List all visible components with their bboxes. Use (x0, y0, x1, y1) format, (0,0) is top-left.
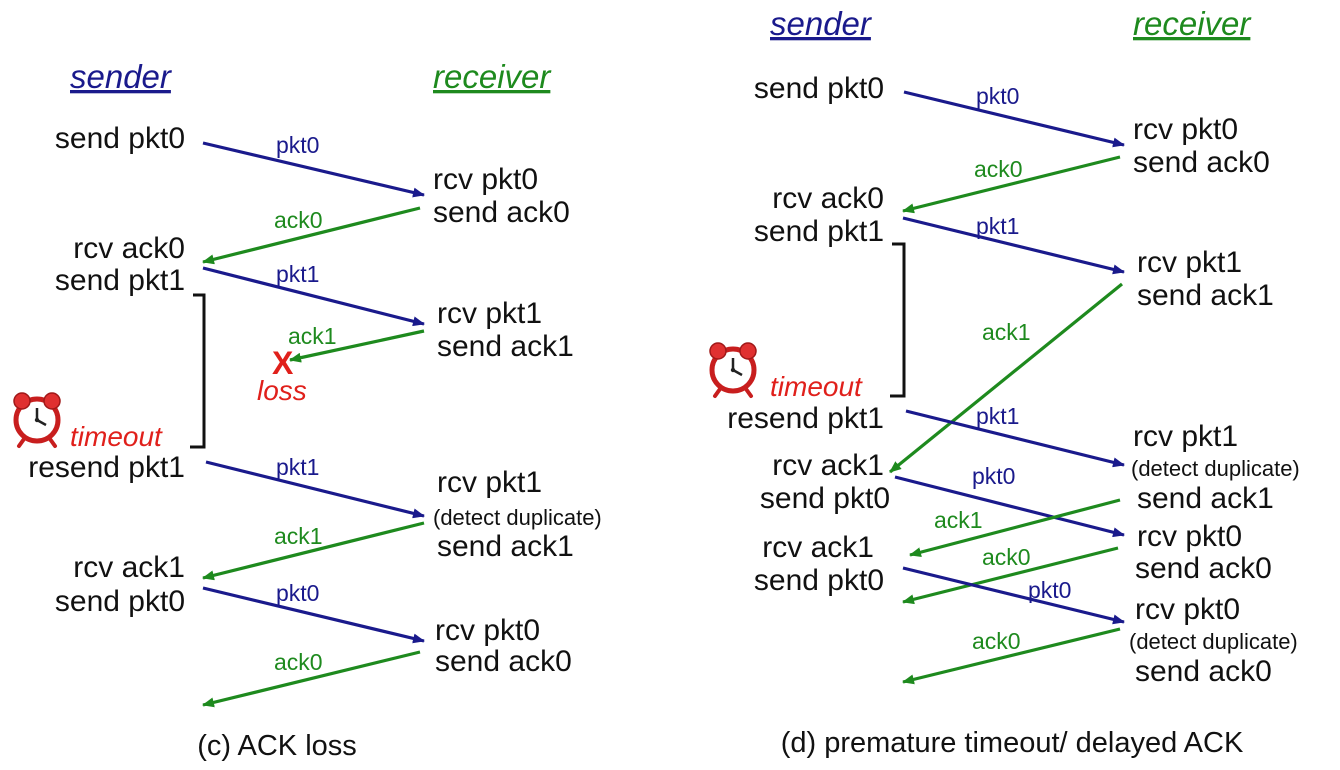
panel-c-ack0-arrow (202, 206, 421, 265)
panel-c-sender-event: send pkt0 (55, 585, 185, 618)
panel-d-pkt0-arrow (903, 90, 1125, 148)
panel-d-message-label: ack1 (982, 319, 1031, 345)
panel-d-receiver-event: (detect duplicate) (1129, 629, 1298, 654)
panel-d-ack1-delayed-arrow (888, 282, 1124, 474)
panel-c-receiver-event: (detect duplicate) (433, 505, 602, 530)
panel-c-sender-event: resend pkt1 (28, 451, 185, 484)
panel-c-message-label: ack1 (274, 523, 323, 549)
panel-c-message-label: pkt1 (276, 261, 319, 287)
panel-d-message-label: pkt0 (972, 463, 1015, 489)
panel-d-receiver-event: rcv pkt0 (1137, 520, 1242, 553)
panel-c-receiver-event: send ack1 (437, 330, 574, 363)
panel-c-receiver-event: send ack0 (433, 196, 570, 229)
panel-d-ack0-arrow (902, 155, 1121, 214)
panel-d-ack0-arrow (902, 546, 1119, 605)
panel-d-receiver-event: rcv pkt1 (1133, 420, 1238, 453)
alarm-clock-icon (710, 343, 756, 396)
panel-d-message-label: pkt0 (1028, 577, 1071, 603)
panel-c-timeout-bracket (190, 293, 206, 449)
panel-d-message-label: pkt1 (976, 213, 1019, 239)
panel-d-sender-event: send pkt0 (754, 564, 884, 597)
panel-c-receiver-event: rcv pkt1 (437, 466, 542, 499)
panel-c-receiver-event: send ack0 (435, 645, 572, 678)
panel-d-ack0-arrow (902, 627, 1121, 685)
panel-d-receiver-event: (detect duplicate) (1131, 456, 1300, 481)
panel-c-sender-event: rcv ack1 (73, 551, 185, 584)
panel-d-sender-event: resend pkt1 (727, 402, 884, 435)
panel-d-receiver-event: send ack1 (1137, 279, 1274, 312)
panel-d-sender-header: sender (770, 5, 873, 42)
panel-d-receiver-header: receiver (1133, 5, 1252, 42)
panel-d-message-label: pkt1 (976, 403, 1019, 429)
panel-d-sender-event: rcv ack1 (772, 449, 884, 482)
panel-c-sender-event: rcv ack0 (73, 232, 185, 265)
panel-c-pkt0-arrow (202, 141, 425, 198)
panel-d-sender-event: send pkt0 (760, 482, 890, 515)
panel-c-receiver-event: rcv pkt0 (433, 163, 538, 196)
panel-d-sender-event: rcv ack0 (772, 182, 884, 215)
panel-c-receiver-event: send ack1 (437, 530, 574, 563)
panel-d-premature-timeout: sender receiver send pkt0 rcv ack0 send … (710, 5, 1300, 759)
panel-c-message-label: ack0 (274, 207, 323, 233)
panel-d-pkt1-arrow (902, 216, 1125, 275)
panel-c-ack0-arrow (202, 650, 421, 708)
panel-c-receiver-event: rcv pkt0 (435, 614, 540, 647)
panel-d-message-label: ack1 (934, 507, 983, 533)
panel-d-resend-pkt1-arrow (905, 409, 1125, 468)
panel-d-receiver-event: send ack0 (1133, 146, 1270, 179)
panel-d-receiver-event: send ack0 (1135, 552, 1272, 585)
panel-c-resend-pkt1-arrow (205, 460, 425, 519)
panel-c-sender-event: send pkt0 (55, 122, 185, 155)
panel-d-sender-event: rcv ack1 (762, 531, 874, 564)
panel-d-timeout-bracket (890, 242, 906, 398)
loss-x-icon: X (272, 345, 294, 381)
panel-c-sender-event: send pkt1 (55, 264, 185, 297)
panel-c-receiver-event: rcv pkt1 (437, 297, 542, 330)
panel-c-receiver-header: receiver (433, 58, 552, 95)
panel-d-sender-event: send pkt1 (754, 215, 884, 248)
panel-c-ack1-arrow (202, 521, 425, 581)
panel-c-ack1-lost-arrow (289, 329, 425, 363)
panel-d-message-label: ack0 (982, 544, 1031, 570)
panel-d-message-label: pkt0 (976, 83, 1019, 109)
panel-c-message-label: ack1 (288, 323, 337, 349)
panel-d-receiver-event: send ack1 (1137, 482, 1274, 515)
panel-c-pkt1-arrow (202, 266, 425, 327)
panel-d-timeout-label: timeout (770, 371, 863, 402)
panel-d-ack1-arrow (909, 498, 1121, 558)
panel-d-message-label: ack0 (974, 156, 1023, 182)
alarm-clock-icon (14, 393, 60, 446)
panel-d-receiver-event: rcv pkt1 (1137, 246, 1242, 279)
panel-c-message-label: pkt0 (276, 132, 319, 158)
panel-d-receiver-event: rcv pkt0 (1135, 593, 1240, 626)
panel-c-message-label: ack0 (274, 649, 323, 675)
panel-d-sender-event: send pkt0 (754, 72, 884, 105)
panel-c-caption: (c) ACK loss (197, 730, 357, 762)
panel-c-pkt0-arrow (202, 586, 425, 644)
panel-c-ack-loss: sender receiver send pkt0 rcv ack0 send … (14, 58, 602, 762)
panel-d-receiver-event: send ack0 (1135, 655, 1272, 688)
panel-d-caption: (d) premature timeout/ delayed ACK (781, 727, 1244, 759)
panel-d-pkt0-arrow (894, 475, 1125, 538)
panel-c-message-label: pkt0 (276, 580, 319, 606)
panel-d-message-label: ack0 (972, 628, 1021, 654)
panel-d-pkt0-arrow (902, 566, 1125, 625)
panel-c-message-label: pkt1 (276, 454, 319, 480)
panel-d-receiver-event: rcv pkt0 (1133, 113, 1238, 146)
panel-c-sender-header: sender (70, 58, 173, 95)
panel-c-loss-label: loss (257, 375, 307, 406)
panel-c-timeout-label: timeout (70, 421, 163, 452)
